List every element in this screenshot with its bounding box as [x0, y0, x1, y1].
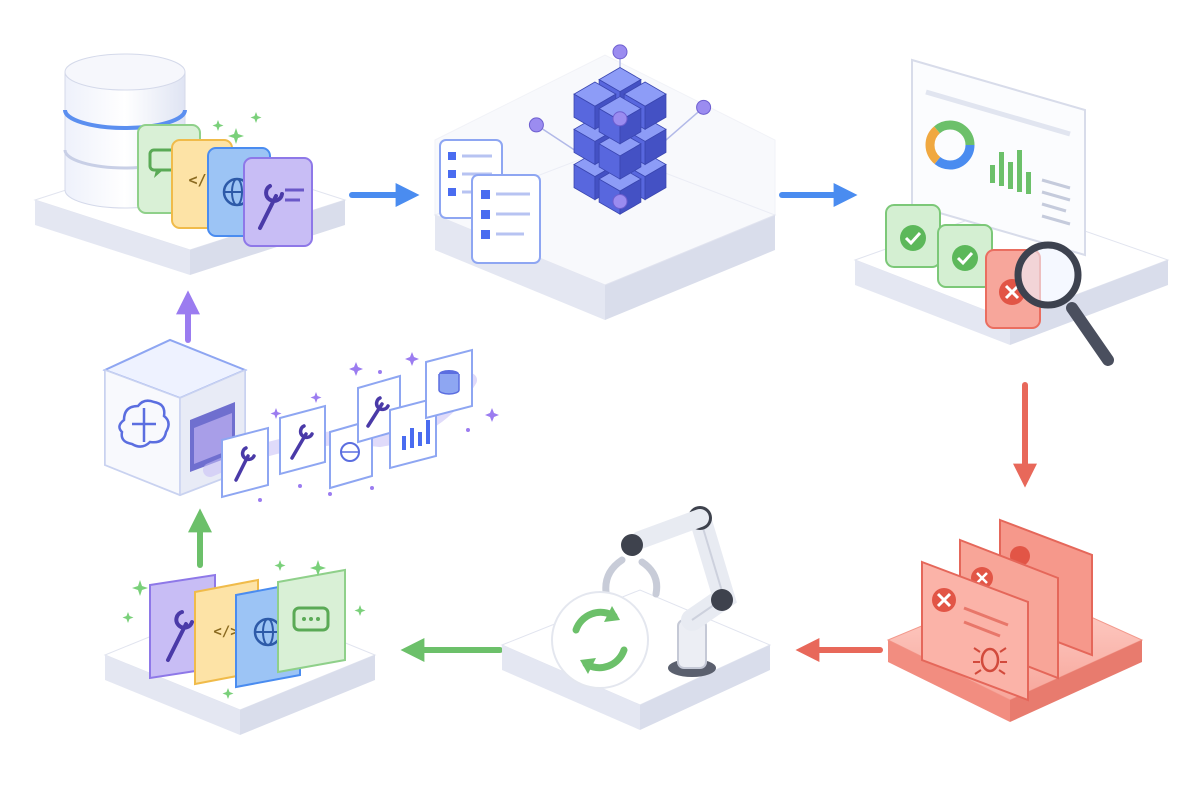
tool-icon [243, 157, 313, 247]
node-model-training [433, 44, 777, 320]
check-icon [937, 224, 993, 288]
node-automated-retraining [500, 506, 772, 730]
output-stream [203, 348, 499, 502]
brain-machine-icon [102, 338, 248, 497]
edges [176, 183, 1037, 662]
card-stack-icon: </> [149, 568, 346, 689]
node-data-sources: </> [33, 53, 347, 275]
node-evaluation [853, 58, 1170, 366]
checklist-icon [471, 174, 541, 264]
bug-icon [973, 647, 1007, 675]
sparkle-icons [212, 112, 262, 144]
node-failure-analysis [886, 518, 1144, 722]
lattice-node [528, 117, 544, 133]
database-icon [425, 348, 473, 420]
text-lines [1041, 178, 1071, 226]
magnifier-icon [1014, 241, 1114, 366]
chart-icon [389, 396, 437, 470]
node-regenerated-data: </> [103, 560, 377, 735]
bar-chart [990, 150, 1031, 194]
refresh-cycle-icon [551, 591, 649, 689]
lattice-cube [598, 96, 642, 145]
cube-lattice-icon [528, 44, 712, 215]
check-icon [885, 204, 941, 268]
node-data-synthesis [102, 338, 499, 502]
lattice-node [612, 193, 628, 209]
sparkle-icons [122, 560, 366, 699]
tool-icon [221, 426, 269, 499]
lattice-node [696, 99, 712, 115]
lattice-node [612, 111, 628, 127]
dashboard-icon [911, 58, 1086, 257]
lattice-node [612, 44, 628, 60]
svg-text:</>: </> [213, 624, 238, 640]
robot-arm-icon [602, 506, 737, 677]
error-report-icon [921, 560, 1029, 702]
chat-icon [277, 568, 346, 674]
sparkle-icons [258, 352, 499, 502]
tool-icon [279, 404, 326, 476]
